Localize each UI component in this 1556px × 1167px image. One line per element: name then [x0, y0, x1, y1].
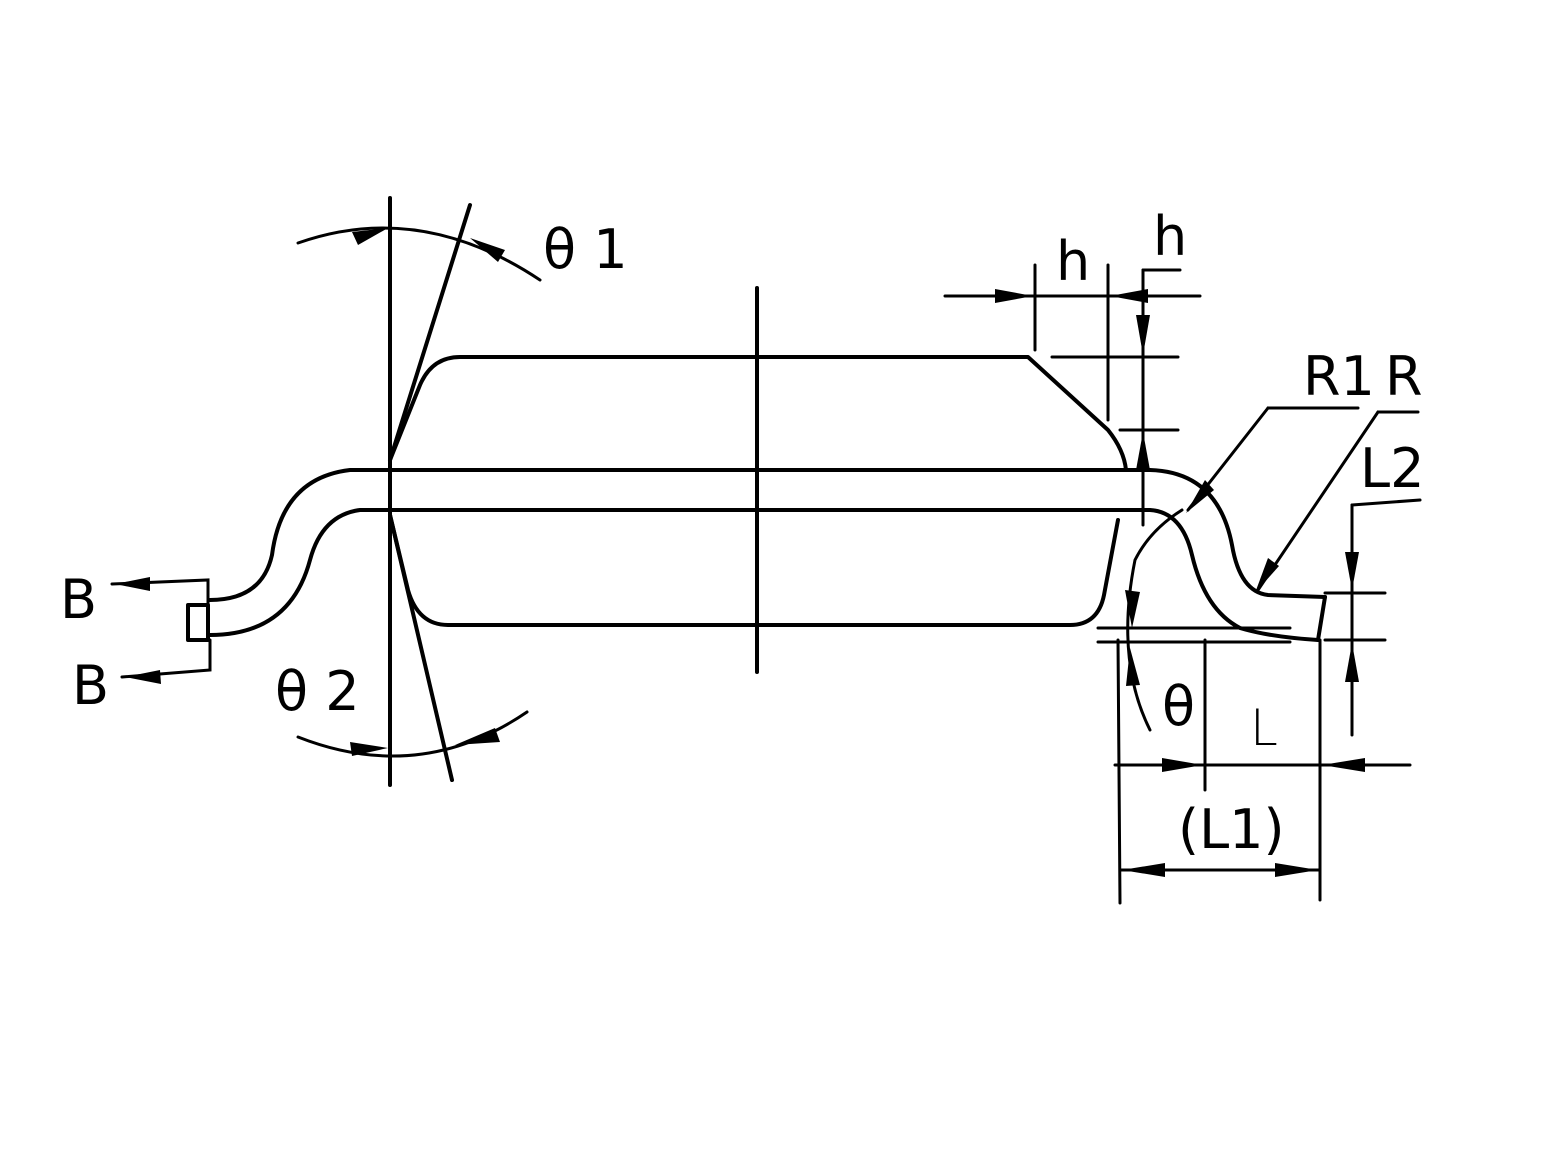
lead-foot-end — [1316, 595, 1327, 642]
theta1-extension-line — [388, 203, 472, 462]
l-label: L — [1250, 699, 1278, 757]
theta-arrow-1 — [1125, 590, 1140, 628]
theta-arc — [1126, 508, 1184, 732]
hv-arrow-2 — [1136, 432, 1150, 470]
section-bottom-arrow — [125, 670, 161, 684]
l2-arrow-1 — [1345, 552, 1359, 590]
l1-arrow-1 — [1122, 863, 1165, 877]
lead-frame — [208, 468, 1327, 642]
theta2-label: θ 2 — [275, 660, 360, 723]
theta-dimension: θ — [1096, 508, 1292, 738]
theta2-extension-line — [388, 513, 454, 782]
theta-arrow-2 — [1126, 648, 1140, 686]
theta1-label: θ 1 — [543, 218, 628, 281]
section-label-top: B — [60, 568, 97, 631]
theta1-arrow-left — [352, 228, 388, 245]
r1-label: R1 — [1303, 345, 1375, 408]
radius-leaders: R1 R — [1186, 345, 1423, 593]
r-arrow — [1255, 558, 1279, 593]
theta1-dimension: θ 1 — [296, 203, 628, 462]
l2-label: L2 — [1360, 437, 1424, 500]
l-arrow-2 — [1322, 758, 1365, 772]
h-horizontal-dimension: h — [943, 230, 1202, 422]
h-left-label: h — [1056, 230, 1090, 293]
l1-dimension: (L1) — [1116, 638, 1322, 905]
lead-lower-edge — [208, 508, 1320, 642]
section-cut-box — [186, 603, 210, 642]
l2-arrow-2 — [1345, 643, 1359, 682]
l2-dimension: L2 — [1323, 437, 1424, 737]
theta2-arrow-right — [455, 728, 500, 745]
section-bottom-leader — [120, 638, 212, 679]
l-arrow-1 — [1162, 758, 1203, 772]
hv-arrow-1 — [1136, 315, 1150, 355]
h-right-label: h — [1153, 205, 1187, 268]
h-arrow-1 — [995, 289, 1033, 303]
theta2-arc — [296, 710, 529, 758]
theta2-dimension: θ 2 — [275, 513, 529, 782]
l2-leader — [1350, 498, 1422, 507]
section-top-arrow — [115, 577, 150, 591]
theta1-arc — [296, 226, 542, 282]
theta2-arrow-left — [350, 742, 388, 756]
lead-upper-edge — [208, 468, 1327, 602]
theta1-arrow-right — [470, 238, 505, 262]
l1-arrow-2 — [1275, 863, 1318, 877]
r-label: R — [1385, 345, 1423, 408]
section-label-bottom: B — [72, 654, 109, 717]
section-cut-b: B B — [60, 568, 212, 717]
l1-label: (L1) — [1178, 798, 1285, 861]
l1-ext-left — [1116, 638, 1122, 905]
lower-mold-outline — [388, 513, 1120, 627]
upper-mold-outline — [388, 355, 1128, 472]
h-vertical-dimension: h — [1050, 205, 1187, 527]
theta-label: θ — [1162, 675, 1195, 738]
l-dimension: L — [1113, 638, 1412, 902]
r-leader — [1256, 410, 1380, 592]
r1-arrow — [1186, 480, 1214, 513]
h-arrow-2 — [1110, 289, 1148, 303]
